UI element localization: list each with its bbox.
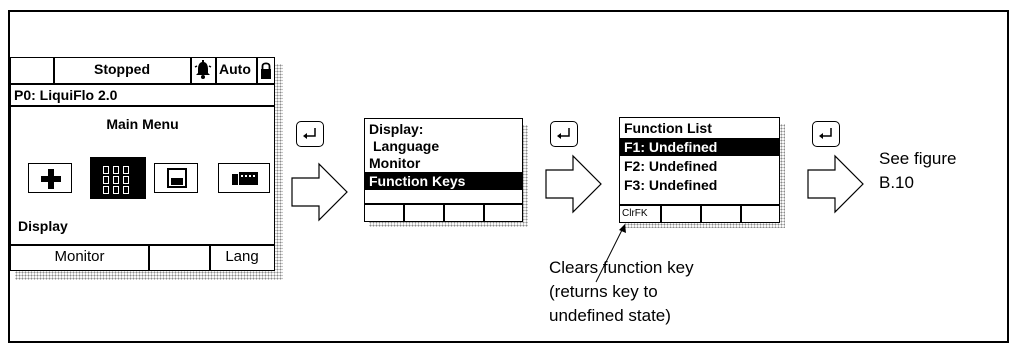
right-arrow-icon: [291, 162, 348, 222]
menu-title: Main Menu: [106, 116, 179, 132]
keypad-main-menu-screen: Stopped Auto P0: LiquiFlo 2.0 Main Menu: [10, 57, 275, 271]
callout-line-2: (returns key to: [549, 282, 658, 301]
figure-frame: [8, 10, 1009, 343]
callout-line-3: undefined state): [549, 306, 671, 325]
plus-icon-box: [28, 163, 72, 193]
enter-key-1: [296, 121, 324, 147]
callout-text: Clears function key (returns key to unde…: [549, 256, 694, 328]
right-arrow-icon: [545, 154, 602, 214]
enter-key-3: [812, 121, 840, 147]
display-item-function-keys[interactable]: Function Keys: [365, 172, 522, 190]
grid-icon-box: [90, 157, 146, 199]
see-figure-line-2: B.10: [879, 173, 914, 192]
keypad-icon: [232, 172, 258, 185]
display-title: Display:: [369, 121, 424, 137]
see-figure-line-1: See figure: [879, 149, 957, 168]
plus-icon: [41, 169, 61, 189]
status-text: Stopped: [94, 61, 150, 77]
enter-key-icon: [557, 128, 570, 139]
bell-icon: [194, 60, 212, 79]
disk-icon: [167, 168, 187, 188]
callout-line-1: Clears function key: [549, 258, 694, 277]
see-figure-reference: See figure B.10: [879, 147, 957, 195]
mode-text: Auto: [219, 61, 251, 77]
display-menu-screen: Display: Language Monitor Function Keys: [364, 118, 523, 222]
function-list-screen: Function List F1: Undefined F2: Undefine…: [619, 117, 780, 223]
function-item-f2[interactable]: F2: Undefined: [624, 158, 718, 174]
enter-key-icon: [819, 128, 832, 139]
softkey-lang[interactable]: Lang: [225, 248, 259, 265]
callout-pointer: [595, 224, 626, 283]
lock-icon: [261, 62, 271, 79]
selected-menu-item: Display: [18, 218, 68, 234]
keypad-icon-box: [218, 163, 270, 193]
softkey-clrfk[interactable]: ClrFK: [622, 208, 648, 219]
function-list-title: Function List: [624, 120, 712, 136]
enter-key-2: [550, 121, 578, 147]
display-item-language[interactable]: Language: [373, 138, 440, 154]
enter-key-icon: [303, 128, 316, 139]
parameter-text: P0: LiquiFlo 2.0: [14, 87, 118, 103]
right-arrow-icon: [807, 154, 864, 214]
display-item-monitor[interactable]: Monitor: [369, 155, 421, 171]
softkey-monitor[interactable]: Monitor: [54, 248, 105, 265]
function-item-f1[interactable]: F1: Undefined: [620, 138, 779, 156]
disk-icon-box: [154, 163, 198, 193]
function-item-f3[interactable]: F3: Undefined: [624, 177, 718, 193]
